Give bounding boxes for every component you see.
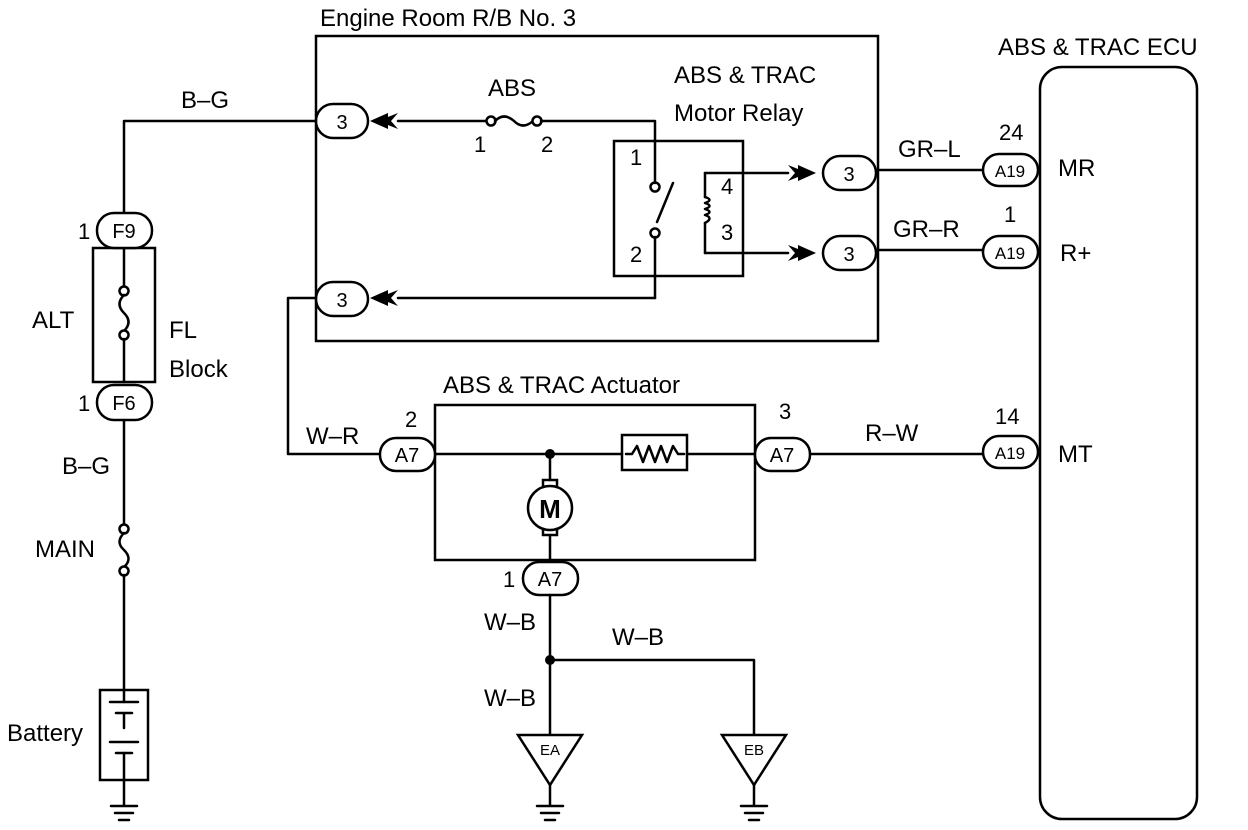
f9-connector: F9 1 xyxy=(78,211,154,250)
wire-label-w-b-2: W–B xyxy=(612,624,664,651)
svg-text:F9: F9 xyxy=(112,221,135,243)
wire-label-w-r: W–R xyxy=(306,423,359,450)
svg-text:3: 3 xyxy=(843,244,854,266)
motor-icon xyxy=(526,484,574,532)
svg-text:A7: A7 xyxy=(770,445,794,467)
rb-connector-ground: 3 xyxy=(314,280,657,318)
wire-label-gr-l: GR–L xyxy=(898,136,961,163)
relay-pin-4: 4 xyxy=(721,174,733,199)
battery-cell-icon xyxy=(108,700,140,755)
connector-arrow-icon xyxy=(370,290,398,306)
a19-connector-mt: A19 14 xyxy=(981,404,1040,470)
relay-pin-3: 3 xyxy=(721,220,733,245)
ground-icon xyxy=(535,783,565,822)
svg-text:A19: A19 xyxy=(995,444,1025,463)
relay-block-title: Engine Room R/B No. 3 xyxy=(320,5,576,32)
wire-label-w-b-1: W–B xyxy=(484,609,536,636)
relay-block-outline xyxy=(314,34,880,343)
abs-fuse-label: ABS xyxy=(488,75,536,102)
relay-title-line1: ABS & TRAC xyxy=(674,62,816,89)
alt-label: ALT xyxy=(32,307,75,334)
ecu-pin-24: 24 xyxy=(999,120,1023,145)
wire-label-w-b-3: W–B xyxy=(484,685,536,712)
svg-text:3: 3 xyxy=(336,112,347,134)
alt-fuse-icon xyxy=(118,293,130,333)
a7-connector-right: A7 3 xyxy=(753,399,812,473)
abs-trac-motor-relay: ABS & TRAC Motor Relay 1 2 4 3 xyxy=(612,62,816,300)
battery-label: Battery xyxy=(7,720,83,747)
ecu-terminal-mt: MT xyxy=(1058,441,1093,468)
wire-w-r xyxy=(286,296,382,456)
ecu-terminal-rplus: R+ xyxy=(1060,240,1091,267)
main-fuse: MAIN xyxy=(35,523,130,692)
ecu-outline xyxy=(1038,65,1199,821)
wire-w-b-branch xyxy=(548,658,756,737)
svg-text:A7: A7 xyxy=(395,445,419,467)
actuator-outline xyxy=(433,403,757,562)
main-fuse-icon xyxy=(118,531,130,569)
a7-connector-bottom: A7 1 xyxy=(503,560,580,597)
connector-arrow-icon xyxy=(788,245,816,261)
ecu-pin-1: 1 xyxy=(1004,202,1016,227)
abs-trac-actuator: ABS & TRAC Actuator M xyxy=(433,372,757,564)
ground-ea-label: EA xyxy=(540,742,560,759)
wire-label-r-w: R–W xyxy=(865,420,919,447)
ecu-title: ABS & TRAC ECU xyxy=(998,34,1198,61)
svg-text:A19: A19 xyxy=(995,162,1025,181)
wire-b-g-top xyxy=(122,119,318,215)
a19-connector-rplus: A19 1 xyxy=(981,202,1040,270)
svg-text:F6: F6 xyxy=(112,393,135,415)
fl-label-line2: Block xyxy=(169,356,229,383)
fl-block: ALT FL Block xyxy=(32,246,229,384)
engine-room-relay-block: Engine Room R/B No. 3 xyxy=(314,5,880,343)
rb-connector-rplus: 3 xyxy=(788,234,878,272)
a7-bottom-pin: 1 xyxy=(503,567,515,592)
resistor-icon xyxy=(624,444,686,464)
svg-text:3: 3 xyxy=(336,290,347,312)
battery-ground-icon xyxy=(109,778,139,822)
relay-pin-2: 2 xyxy=(630,242,642,267)
ecu-terminal-mr: MR xyxy=(1058,155,1095,182)
a7-left-pin: 2 xyxy=(405,407,417,432)
svg-text:3: 3 xyxy=(843,164,854,186)
wire-label-b-g-top: B–G xyxy=(181,87,229,114)
ground-triangle-icon xyxy=(515,733,585,788)
relay-coil-icon xyxy=(703,195,711,225)
actuator-title: ABS & TRAC Actuator xyxy=(443,372,680,399)
battery: Battery xyxy=(7,688,150,822)
relay-pin-1: 1 xyxy=(630,145,642,170)
ground-eb-label: EB xyxy=(744,742,764,759)
ground-ea: EA xyxy=(515,733,585,822)
wire-label-gr-r: GR–R xyxy=(893,216,960,243)
connector-arrow-icon xyxy=(788,165,816,181)
relay-outline xyxy=(612,139,745,278)
a7-right-pin: 3 xyxy=(779,399,791,424)
main-label: MAIN xyxy=(35,536,95,563)
f6-pin: 1 xyxy=(78,391,90,416)
ground-icon xyxy=(739,783,769,822)
f6-connector: F6 1 xyxy=(78,383,154,422)
motor-label: M xyxy=(539,494,561,524)
abs-fuse-pin-2: 2 xyxy=(541,132,553,157)
a19-connector-mr: A19 24 xyxy=(981,120,1040,188)
fl-label-line1: FL xyxy=(169,317,197,344)
f9-pin: 1 xyxy=(78,219,90,244)
rb-connector-mr: 3 xyxy=(788,154,878,192)
abs-fuse: ABS 1 2 xyxy=(396,75,657,157)
svg-text:A7: A7 xyxy=(538,569,562,591)
resistor-box xyxy=(620,433,689,472)
abs-fuse-pin-1: 1 xyxy=(474,132,486,157)
relay-title-line2: Motor Relay xyxy=(674,100,803,127)
connector-arrow-icon xyxy=(370,113,398,129)
ground-eb: EB xyxy=(719,733,789,822)
ground-triangle-icon xyxy=(719,733,789,788)
ecu-pin-14: 14 xyxy=(995,404,1019,429)
abs-trac-ecu: ABS & TRAC ECU MR R+ MT xyxy=(998,34,1199,821)
svg-text:A19: A19 xyxy=(995,244,1025,263)
wire-label-b-g-bottom: B–G xyxy=(62,453,110,480)
rb-connector-input: 3 xyxy=(314,102,398,140)
a7-connector-left: A7 2 xyxy=(378,407,437,473)
